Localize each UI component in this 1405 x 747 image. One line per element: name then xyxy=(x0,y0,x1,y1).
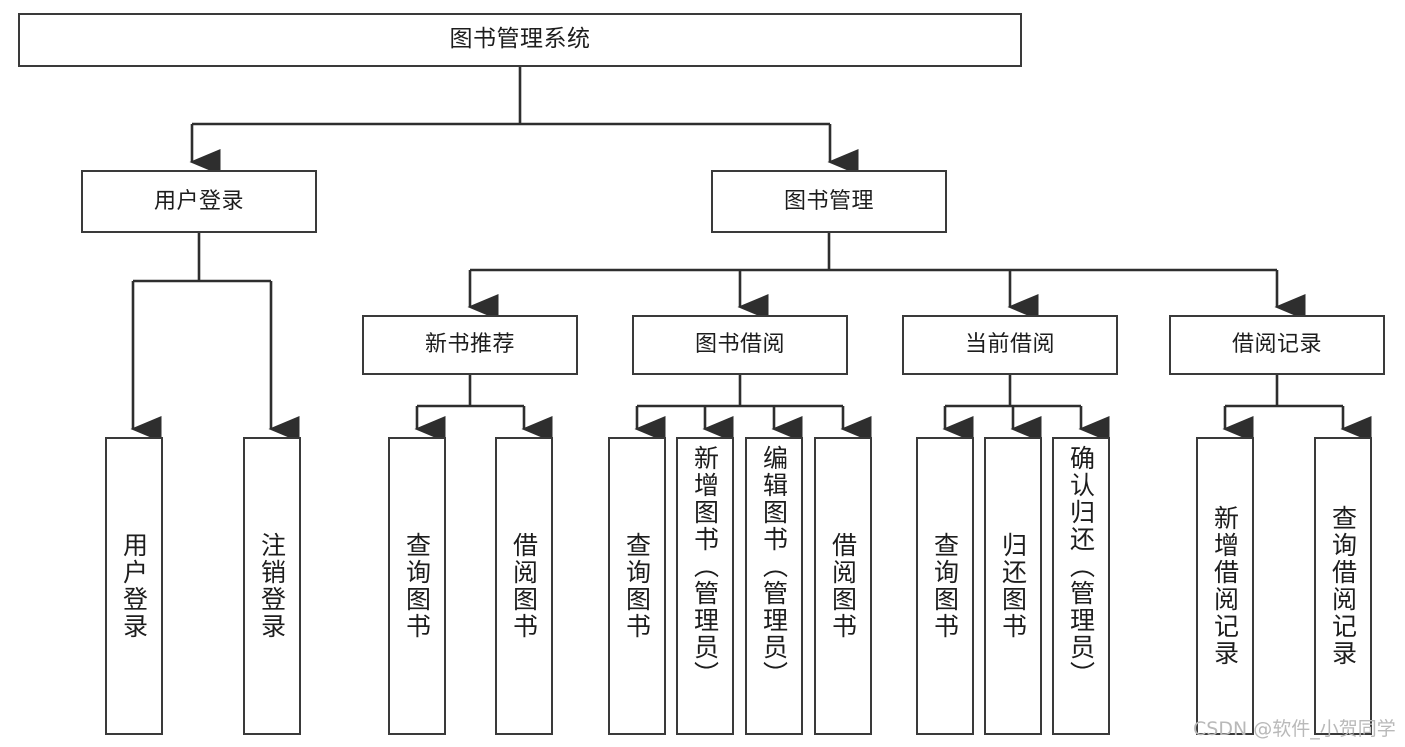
leaf-borrow-query-book[interactable]: 查询图书 xyxy=(608,437,666,735)
leaf-record-add-record[interactable]: 新增借阅记录 xyxy=(1196,437,1254,735)
node-label: 查询图书 xyxy=(622,532,652,640)
leaf-borrow-borrow-book[interactable]: 借阅图书 xyxy=(814,437,872,735)
leaf-current-return-book[interactable]: 归还图书 xyxy=(984,437,1042,735)
node-label: 用户登录 xyxy=(119,532,149,640)
leaf-current-confirm-return-admin[interactable]: 确认归还（管理员） xyxy=(1052,437,1110,735)
node-label: 查询借阅记录 xyxy=(1328,505,1358,667)
node-user-login[interactable]: 用户登录 xyxy=(81,170,317,233)
node-label: 当前借阅 xyxy=(964,332,1055,358)
leaf-recommend-borrow-book[interactable]: 借阅图书 xyxy=(495,437,553,735)
node-label: 借阅图书 xyxy=(509,532,539,640)
leaf-user-login-logout[interactable]: 注销登录 xyxy=(243,437,301,735)
node-label: 借阅记录 xyxy=(1231,332,1322,358)
leaf-borrow-add-book-admin[interactable]: 新增图书（管理员） xyxy=(676,437,734,735)
node-label: 用户登录 xyxy=(153,188,244,214)
node-label: 确认归还（管理员） xyxy=(1066,445,1096,688)
node-book-management[interactable]: 图书管理 xyxy=(711,170,947,233)
node-label: 编辑图书（管理员） xyxy=(759,445,789,688)
leaf-user-login-login[interactable]: 用户登录 xyxy=(105,437,163,735)
leaf-recommend-query-book[interactable]: 查询图书 xyxy=(388,437,446,735)
node-label: 新书推荐 xyxy=(424,332,515,358)
node-label: 注销登录 xyxy=(257,532,287,640)
leaf-borrow-edit-book-admin[interactable]: 编辑图书（管理员） xyxy=(745,437,803,735)
node-new-book-recommend[interactable]: 新书推荐 xyxy=(362,315,578,375)
node-book-borrow[interactable]: 图书借阅 xyxy=(632,315,848,375)
node-label: 图书管理系统 xyxy=(449,26,591,53)
node-current-borrow[interactable]: 当前借阅 xyxy=(902,315,1118,375)
csdn-watermark: CSDN @软件_小贺同学 xyxy=(1193,718,1396,740)
leaf-record-query-record[interactable]: 查询借阅记录 xyxy=(1314,437,1372,735)
node-label: 借阅图书 xyxy=(828,532,858,640)
node-label: 查询图书 xyxy=(930,532,960,640)
node-label: 新增借阅记录 xyxy=(1210,505,1240,667)
leaf-current-query-book[interactable]: 查询图书 xyxy=(916,437,974,735)
node-root-system[interactable]: 图书管理系统 xyxy=(18,13,1022,67)
node-label: 图书借阅 xyxy=(694,332,785,358)
node-label: 查询图书 xyxy=(402,532,432,640)
node-label: 归还图书 xyxy=(998,532,1028,640)
node-label: 图书管理 xyxy=(783,188,874,214)
node-borrow-record[interactable]: 借阅记录 xyxy=(1169,315,1385,375)
node-label: 新增图书（管理员） xyxy=(690,445,720,688)
